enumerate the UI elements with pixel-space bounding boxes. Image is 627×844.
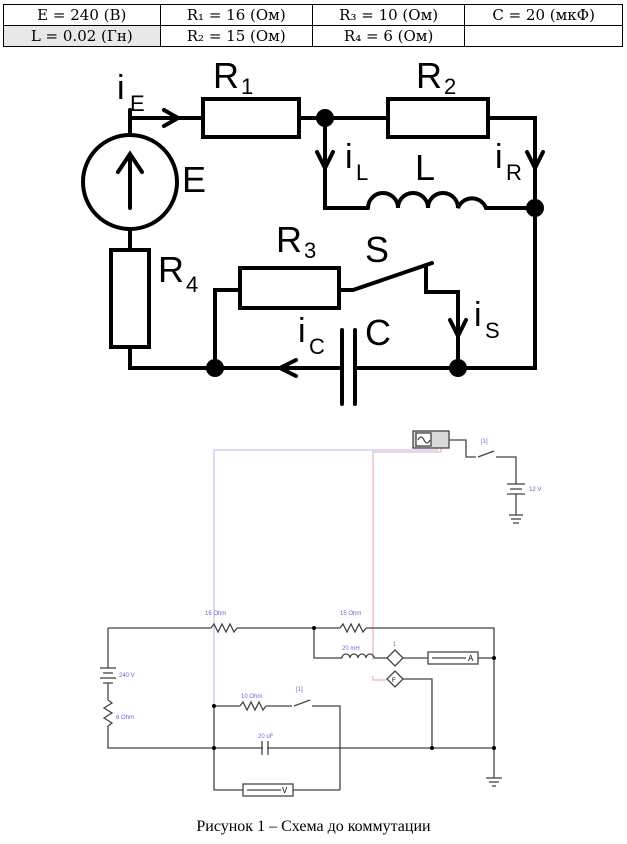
- wire: [456, 116, 537, 370]
- probe2-label: F: [392, 678, 396, 684]
- current-probe: [386, 649, 404, 667]
- label-il: i: [345, 138, 353, 176]
- wire: [424, 264, 460, 370]
- wire: [213, 288, 242, 370]
- label-r4: R: [158, 249, 184, 290]
- parameters-row: L = 0.02 (Гн) R₂ = 15 (Ом) R₄ = 6 (Ом): [3, 25, 623, 47]
- sim-label-r2: 15 Ohm: [340, 611, 361, 617]
- label-r3-sub: 3: [304, 238, 316, 263]
- label-is-sub: S: [485, 318, 500, 343]
- parameters-table: E = 240 (В) R₁ = 16 (Ом) R₃ = 10 (Ом) C …: [3, 4, 623, 47]
- inductor-l: [366, 191, 488, 210]
- label-r1: R: [213, 55, 239, 96]
- switch-s: [351, 261, 434, 292]
- voltmeter-label: V: [282, 786, 288, 795]
- current-arrow-ir: [525, 150, 545, 173]
- resistor-r4: [109, 248, 151, 349]
- junction-node: [526, 199, 544, 217]
- label-l: L: [415, 147, 435, 188]
- simulator-schematic: 16 Ohm 15 Ohm 20 mH 240 V 6 Ohm 10 Ohm 2…: [100, 430, 541, 797]
- probe-wire: [213, 442, 438, 628]
- voltage-probe: [386, 670, 404, 688]
- resistor-r1: [201, 97, 301, 139]
- label-r2: R: [416, 55, 442, 96]
- figure-caption: Рисунок 1 – Схема до коммутации: [196, 818, 431, 835]
- label-r3: R: [276, 219, 302, 260]
- sim-label-sw1: [1]: [481, 439, 488, 445]
- param-cell: R₂ = 15 (Ом): [159, 25, 313, 47]
- current-arrow-ic: [275, 358, 298, 378]
- label-is: i: [474, 296, 482, 334]
- ammeter-label: A: [468, 654, 474, 663]
- probe-wire: [372, 442, 442, 660]
- junction-node: [449, 359, 467, 377]
- inductor-sim: [341, 653, 375, 659]
- label-ic-sub: C: [309, 334, 325, 359]
- param-cell: [464, 25, 623, 47]
- wire: [323, 116, 370, 210]
- label-e: E: [182, 159, 206, 200]
- label-ir: i: [495, 138, 503, 176]
- sim-label-src: 240 V: [119, 673, 135, 679]
- param-cell: E = 240 (В): [3, 4, 161, 26]
- probe-wire: [372, 676, 386, 681]
- label-ie-sub: E: [130, 91, 145, 116]
- resistor-sim-r3: [239, 700, 267, 712]
- switch-sim-1: [477, 450, 495, 458]
- current-arrow-il: [315, 150, 335, 173]
- label-ie: i: [117, 69, 125, 107]
- resistor-sim-r4: [102, 699, 114, 727]
- current-arrow-ie: [162, 108, 183, 128]
- sim-label-r3: 10 Ohm: [241, 694, 262, 700]
- label-c: C: [365, 312, 391, 353]
- switch-sim-2: [293, 699, 311, 707]
- label-r1-sub: 1: [241, 74, 253, 99]
- resistor-r2: [386, 97, 490, 139]
- sim-label-bat: 12 V: [529, 487, 541, 493]
- junction-node: [316, 109, 334, 127]
- sim-label-c: 20 uF: [258, 734, 274, 740]
- label-ir-sub: R: [506, 160, 522, 185]
- label-s: S: [365, 229, 389, 270]
- resistor-sim-r1: [210, 622, 238, 634]
- sim-label-l: 20 mH: [342, 646, 360, 652]
- current-arrow-is: [448, 318, 468, 341]
- wire: [128, 345, 344, 370]
- sim-label-probe1: 1: [393, 642, 397, 648]
- label-r2-sub: 2: [444, 74, 456, 99]
- label-il-sub: L: [356, 160, 368, 185]
- sim-label-r4: 6 Ohm: [116, 715, 134, 721]
- resistor-r3: [238, 266, 341, 310]
- sim-label-sw2: [1]: [296, 687, 303, 693]
- source-arrow: [116, 150, 144, 174]
- junction-node: [206, 359, 224, 377]
- param-cell: R₄ = 6 (Ом): [311, 25, 466, 47]
- sim-label-r1: 16 Ohm: [205, 611, 226, 617]
- param-cell: L = 0.02 (Гн): [3, 25, 161, 47]
- label-ic: i: [298, 312, 306, 350]
- resistor-sim-r2: [339, 622, 367, 634]
- label-r4-sub: 4: [186, 272, 198, 297]
